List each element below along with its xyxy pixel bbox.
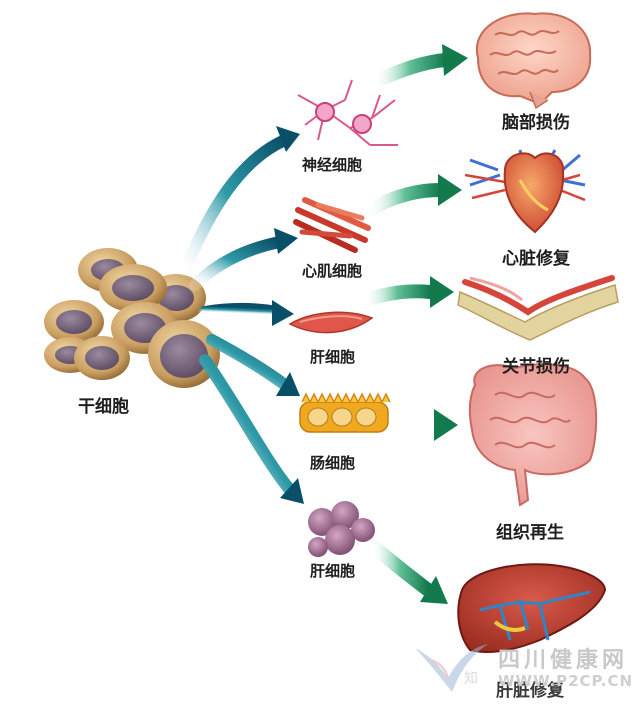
watermark-logo xyxy=(415,644,488,692)
arrow-to-intestinal xyxy=(206,334,291,391)
arrow-head xyxy=(434,409,458,441)
outcome-label-liver: 肝脏修复 xyxy=(496,681,564,701)
arrow-to-liver xyxy=(365,538,435,597)
joint-illustration xyxy=(457,275,619,341)
source-label: 干细胞 xyxy=(78,397,129,417)
arrow-to-neuron xyxy=(179,134,291,276)
arrow-to-liver-cell xyxy=(199,303,282,318)
arrow-head xyxy=(276,126,300,152)
watermark-left-text: 知 xyxy=(464,671,478,687)
arrow-head xyxy=(276,372,300,396)
cell-label-liver-2: 肝细胞 xyxy=(310,562,356,580)
heart-illustration xyxy=(464,149,586,234)
liver-illustration xyxy=(457,563,607,653)
brain-illustration xyxy=(475,12,592,110)
liver-cell-illustration xyxy=(288,311,374,334)
intestine-illustration xyxy=(468,363,598,507)
arrow-head xyxy=(280,478,304,504)
stem-cell-nucleus xyxy=(112,275,154,301)
watermark-title: 四川健康网 xyxy=(498,648,629,673)
arrow-head xyxy=(430,276,454,308)
arrow-head xyxy=(420,576,448,604)
cell-label-cardiac: 心肌细胞 xyxy=(302,262,363,280)
cardiac-cell-illustration xyxy=(293,197,371,253)
arrow-head xyxy=(438,174,462,206)
arrow-head xyxy=(272,300,294,326)
outcome-label-joint: 关节损伤 xyxy=(502,357,570,377)
stem-cell-nucleus xyxy=(85,346,119,370)
watermark-domain: WWW.P2CP.CN xyxy=(498,672,634,690)
arrow-head xyxy=(274,228,298,254)
stem-cell-nucleus xyxy=(160,334,208,378)
intestinal-cell-illustration xyxy=(299,392,391,433)
arrow-to-heart xyxy=(363,183,447,217)
outcome-label-intestine: 组织再生 xyxy=(496,523,564,543)
liver-cell-2-illustration xyxy=(308,501,375,557)
watermark: 知 四川健康网 WWW.P2CP.CN xyxy=(420,638,634,698)
cell-label-intestinal: 肠细胞 xyxy=(310,454,356,472)
stem-cell-nucleus xyxy=(56,310,92,334)
stem-cell-cluster xyxy=(44,248,220,388)
arrow-to-cardiac xyxy=(189,236,286,291)
application-arrows xyxy=(358,44,468,604)
cell-label-liver: 肝细胞 xyxy=(310,348,356,366)
differentiation-arrows xyxy=(179,126,304,504)
arrow-to-liver-cell-2 xyxy=(199,354,296,496)
outcome-label-heart: 心脏修复 xyxy=(502,249,570,269)
cell-label-neuron: 神经细胞 xyxy=(302,156,363,174)
neuron-illustration xyxy=(297,79,398,146)
arrow-head xyxy=(442,44,468,76)
outcome-label-brain: 脑部损伤 xyxy=(502,113,570,133)
arrow-to-joint xyxy=(358,284,437,307)
arrow-to-brain xyxy=(368,53,452,89)
stem-cell-nucleus xyxy=(158,285,194,311)
